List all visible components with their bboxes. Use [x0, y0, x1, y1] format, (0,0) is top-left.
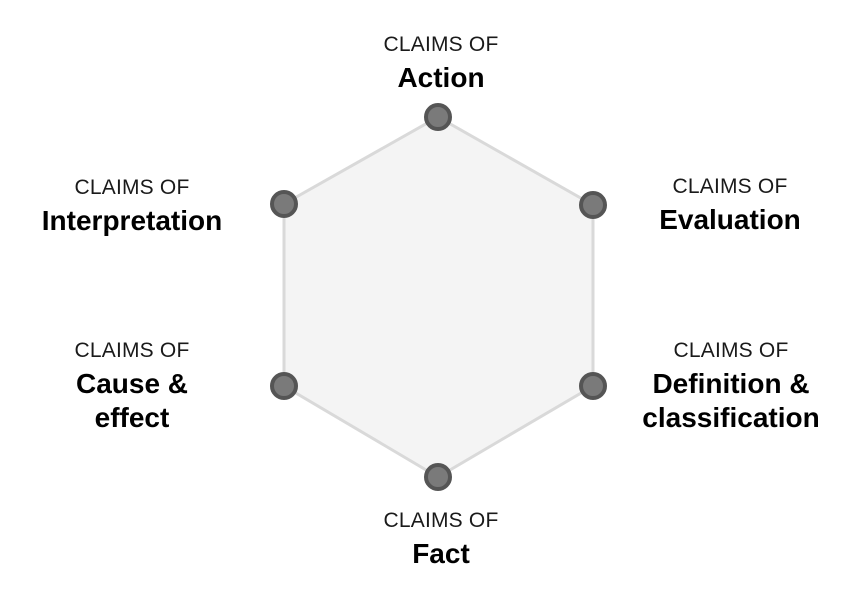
claim-prefix: CLAIMS OF [74, 176, 190, 199]
claim-name: Fact [412, 538, 470, 569]
claim-evaluation-label: CLAIMS OF Evaluation [620, 176, 840, 237]
claim-definition-label: CLAIMS OF Definition & classification [610, 340, 852, 435]
claim-name: Cause & effect [22, 367, 242, 435]
node-fact [424, 463, 452, 491]
claim-cause-label: CLAIMS OF Cause & effect [22, 340, 242, 435]
claim-prefix: CLAIMS OF [383, 33, 499, 56]
claim-name-line: classification [642, 402, 820, 433]
claim-prefix: CLAIMS OF [383, 509, 499, 532]
hexagon-shape [282, 115, 595, 479]
node-cause [270, 372, 298, 400]
claim-action-label: CLAIMS OF Action [341, 34, 541, 95]
claim-name: Definition & classification [610, 367, 852, 435]
claim-prefix: CLAIMS OF [74, 339, 190, 362]
claim-prefix: CLAIMS OF [672, 175, 788, 198]
claim-prefix: CLAIMS OF [673, 339, 789, 362]
claim-name: Evaluation [659, 204, 801, 235]
node-interpretation [270, 190, 298, 218]
node-action [424, 103, 452, 131]
claim-name-line: effect [94, 402, 170, 433]
node-evaluation [579, 191, 607, 219]
claim-fact-label: CLAIMS OF Fact [341, 510, 541, 571]
node-definition [579, 372, 607, 400]
claim-name: Action [397, 62, 485, 93]
claim-name: Interpretation [41, 205, 223, 236]
claim-name-line: Definition & [652, 368, 810, 399]
claim-interpretation-label: CLAIMS OF Interpretation [22, 177, 242, 238]
claim-name-line: Cause & [75, 368, 189, 399]
